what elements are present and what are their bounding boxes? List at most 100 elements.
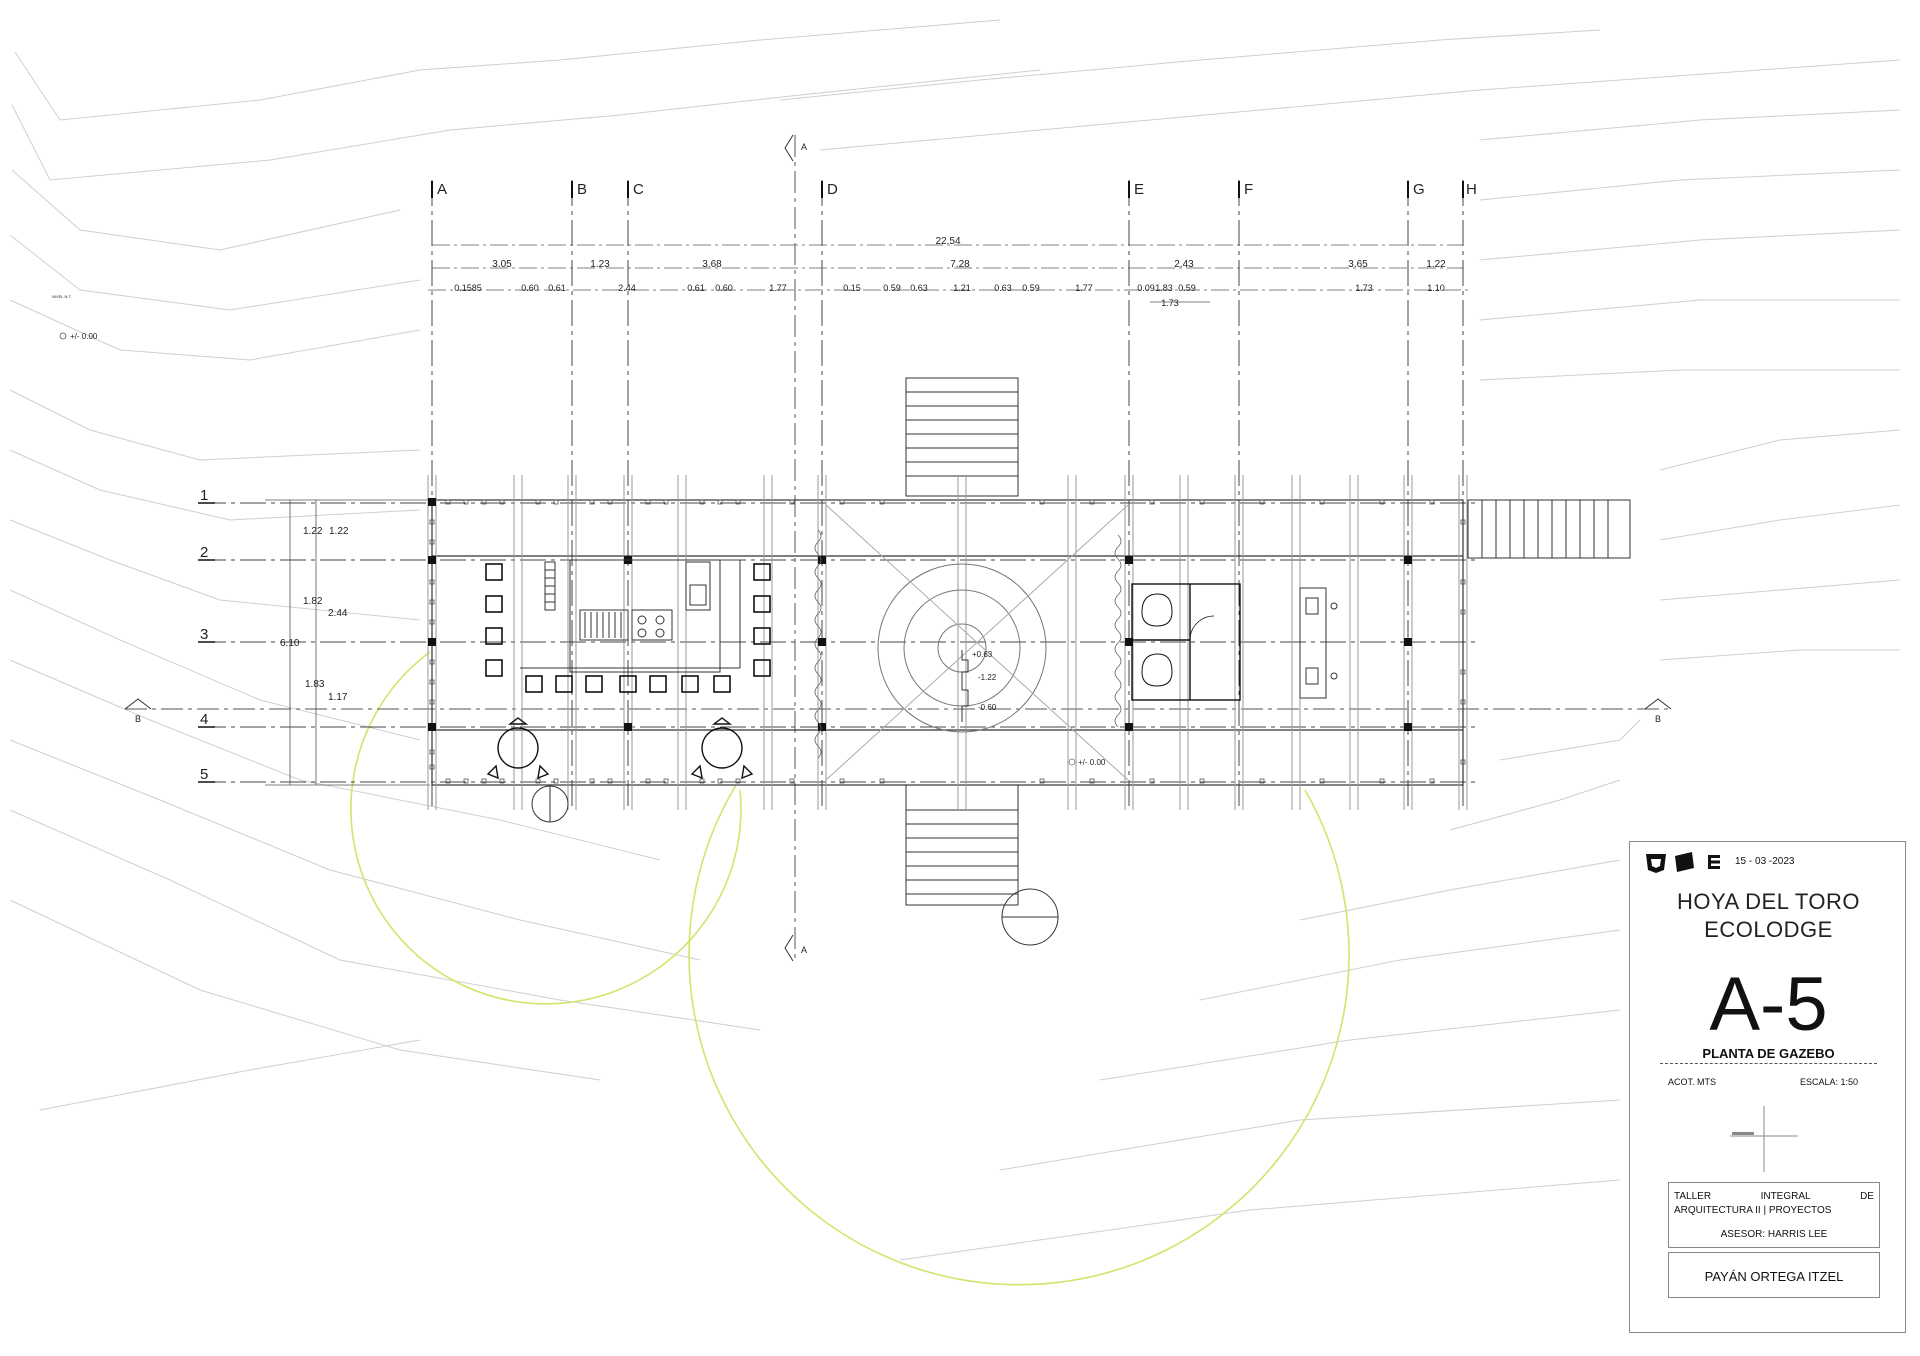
topographic-contours <box>9 19 1901 1261</box>
course-word-3: DE <box>1860 1191 1874 1202</box>
dim-t3-6: 1.77 <box>769 283 787 293</box>
round-table-1 <box>486 717 550 780</box>
section-marker-b-left: B <box>135 714 141 724</box>
central-gazebo <box>825 504 1129 781</box>
dim-t3-14: 0.09 <box>1137 283 1155 293</box>
north-arrow-icon <box>1730 1106 1798 1172</box>
university-logo <box>1644 850 1668 874</box>
dim-t2-1: 1.23 <box>590 259 610 270</box>
dim-v-4: 6.10 <box>280 638 300 649</box>
dim-t2-2: 3.68 <box>702 259 722 270</box>
secondary-beams <box>427 475 1468 810</box>
dim-t3-3: 2.44 <box>618 283 636 293</box>
dim-t2-6: 1.22 <box>1426 259 1446 270</box>
project-title-line2: ECOLODGE <box>1704 917 1833 942</box>
project-title-line1: HOYA DEL TORO <box>1677 889 1860 914</box>
grid-label-b: B <box>577 181 587 198</box>
school-e-logo <box>1702 850 1726 874</box>
dim-v-3: 2.44 <box>328 608 348 619</box>
stair-north <box>905 377 1019 497</box>
dim-overall: 22.54 <box>935 236 960 247</box>
planter-right <box>1114 534 1122 728</box>
course-box: TALLER INTEGRAL DE ARQUITECTURA II | PRO… <box>1668 1182 1880 1248</box>
scale-label: ESCALA: 1:50 <box>1800 1077 1859 1087</box>
faculty-logo <box>1672 850 1696 874</box>
project-title: HOYA DEL TORO ECOLODGE <box>1630 888 1907 944</box>
advisor: ASESOR: HARRIS LEE <box>1720 1229 1828 1240</box>
grid-label-3: 3 <box>200 626 208 643</box>
dim-t3-extra: 1.73 <box>1161 298 1179 308</box>
section-markers <box>124 134 1672 962</box>
grid-label-4: 4 <box>200 711 208 728</box>
dim-t3-5: 0.60 <box>715 283 733 293</box>
dim-t3-13: 1.77 <box>1075 283 1093 293</box>
round-table-2 <box>690 717 754 780</box>
author-box: PAYÁN ORTEGA ITZEL <box>1668 1252 1880 1298</box>
dim-t3-0: 0.1585 <box>454 283 482 293</box>
restrooms <box>1131 583 1241 701</box>
dim-t3-8: 0.59 <box>883 283 901 293</box>
grid-label-g: G <box>1413 181 1425 198</box>
dim-t2-0: 3.05 <box>492 259 512 270</box>
dim-v-1: 1.22 <box>329 526 349 537</box>
dim-t3-10: 1.21 <box>953 283 971 293</box>
dim-t3-4: 0.61 <box>687 283 705 293</box>
dim-v-2: 1.82 <box>303 596 323 607</box>
title-block: 15 - 03 -2023 HOYA DEL TORO ECOLODGE A-5… <box>1629 841 1906 1333</box>
deck-outline <box>431 499 1464 786</box>
dim-t3-11: 0.63 <box>994 283 1012 293</box>
level-gazebo: +/- 0.00 <box>1078 758 1106 767</box>
level-center-b: -1.22 <box>978 673 997 682</box>
dim-t3-12: 0.59 <box>1022 283 1040 293</box>
grid-label-a: A <box>437 181 447 198</box>
site-level: +/- 0.00 <box>70 332 98 341</box>
lavatory-counter <box>1299 587 1338 699</box>
grid-column-ticks <box>431 181 1464 198</box>
grid-label-d: D <box>827 181 838 198</box>
dimension-lines <box>428 244 1470 291</box>
dim-t2-3: 7.28 <box>950 259 970 270</box>
dim-t3-16: 0.59 <box>1178 283 1196 293</box>
grid-label-1: 1 <box>200 487 208 504</box>
dim-t3-2: 0.61 <box>548 283 566 293</box>
dim-v-5: 1.83 <box>305 679 325 690</box>
dim-t3-1: 0.60 <box>521 283 539 293</box>
level-center-c: -0.60 <box>978 703 997 712</box>
dim-t3-7: 0.15 <box>843 283 861 293</box>
dim-v-0: 1.22 <box>303 526 323 537</box>
section-marker-a-bottom: A <box>801 945 807 955</box>
course-line2: ARQUITECTURA II | PROYECTOS <box>1674 1205 1832 1216</box>
course-word-2: INTEGRAL <box>1760 1191 1811 1202</box>
author-name: PAYÁN ORTEGA ITZEL <box>1704 1269 1844 1284</box>
dim-t3-9: 0.63 <box>910 283 928 293</box>
sheet-name: PLANTA DE GAZEBO <box>1660 1046 1877 1064</box>
stair-south <box>905 784 1019 906</box>
site-level-small: NIVEL N.T. <box>52 294 72 299</box>
swing-arcs <box>350 651 1350 1286</box>
dim-t2-5: 3.65 <box>1348 259 1368 270</box>
stair-east <box>1467 499 1631 559</box>
grid-label-h: H <box>1466 181 1477 198</box>
units-label: ACOT. MTS <box>1668 1077 1717 1087</box>
section-marker-b-right: B <box>1655 714 1661 724</box>
sheet-number: A-5 <box>1709 962 1828 1047</box>
kitchen-bar <box>520 559 741 673</box>
dim-v-6: 1.17 <box>328 692 348 703</box>
tree-symbols <box>531 785 1059 946</box>
course-word-1: TALLER <box>1674 1191 1712 1202</box>
dim-t3-15: 1.83 <box>1155 283 1173 293</box>
dim-t3-17: 1.73 <box>1355 283 1373 293</box>
grid-label-f: F <box>1244 181 1253 198</box>
section-marker-a-top: A <box>801 142 807 152</box>
perimeter-bolts <box>429 499 1466 784</box>
grid-columns <box>431 180 1464 810</box>
grid-label-c: C <box>633 181 644 198</box>
grid-label-e: E <box>1134 181 1144 198</box>
planter-left <box>814 529 822 759</box>
grid-label-2: 2 <box>200 544 208 561</box>
dim-t2-4: 2.43 <box>1174 259 1194 270</box>
grid-label-5: 5 <box>200 766 208 783</box>
dim-t3-18: 1.10 <box>1427 283 1445 293</box>
bar-stools <box>485 563 771 693</box>
